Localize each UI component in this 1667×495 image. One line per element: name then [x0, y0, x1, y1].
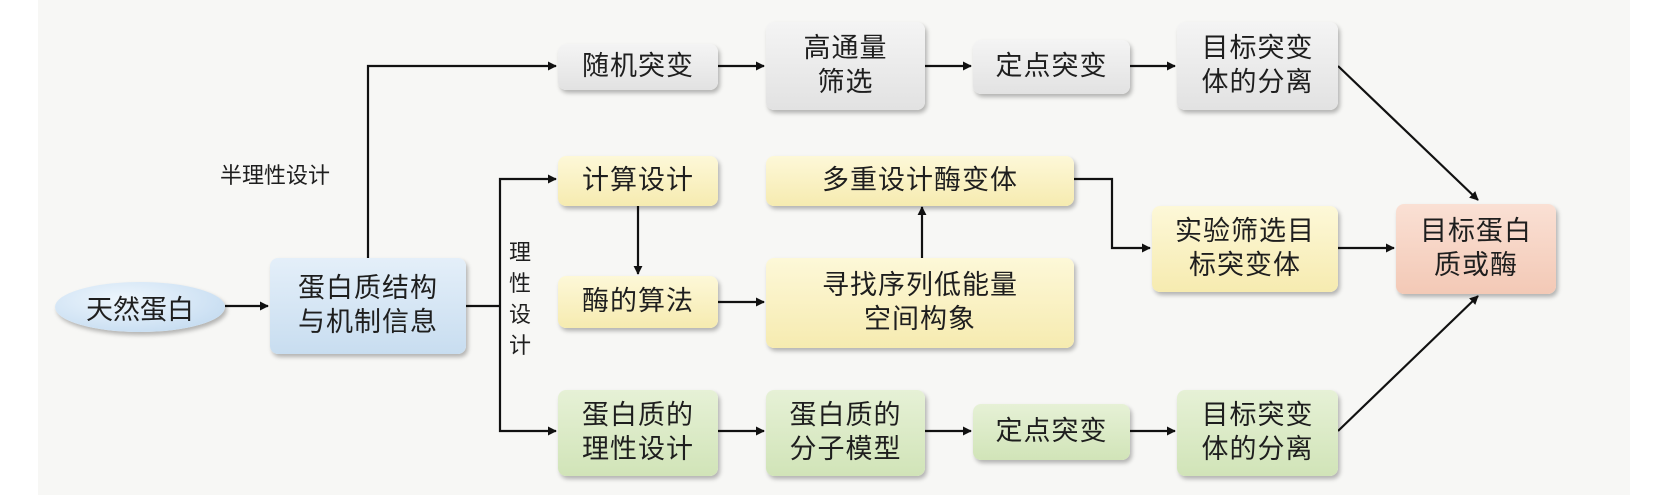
start-node: 天然蛋白	[55, 282, 225, 332]
low-energy-conformation-node: 寻找序列低能量 空间构象	[766, 258, 1074, 348]
molecular-model-node: 蛋白质的 分子模型	[766, 390, 925, 476]
arrow-rational-up	[498, 174, 557, 306]
computational-design-node: 计算设计	[558, 156, 718, 206]
enzyme-algorithm-node: 酶的算法	[558, 276, 718, 328]
experimental-screening-node: 实验筛选目 标突变体	[1152, 206, 1338, 292]
mutant-isolation-bottom-node: 目标突变 体的分离	[1177, 390, 1338, 476]
arrow-bottom-to-result	[1337, 295, 1479, 432]
site-directed-mutation-top-node: 定点突变	[973, 40, 1130, 94]
site-directed-mutation-bottom-node: 定点突变	[973, 404, 1130, 460]
arrow-top-to-result	[1337, 65, 1479, 201]
structure-node: 蛋白质结构 与机制信息	[270, 258, 466, 354]
mutant-isolation-top-node: 目标突变 体的分离	[1177, 22, 1338, 110]
random-mutation-node: 随机突变	[558, 44, 718, 90]
arrow-semi-rational	[366, 61, 557, 258]
arrow-multi-screen	[1074, 177, 1151, 253]
multiple-design-variants-node: 多重设计酶变体	[766, 156, 1074, 206]
high-throughput-screening-node: 高通量 筛选	[766, 22, 925, 110]
rational-design-node: 蛋白质的 理性设计	[558, 390, 718, 476]
arrow-rational-down	[498, 306, 557, 436]
semi-rational-label: 半理性设计	[220, 164, 331, 189]
rational-label: 理 性 设 计	[508, 241, 531, 359]
target-protein-node: 目标蛋白 质或酶	[1396, 204, 1556, 294]
